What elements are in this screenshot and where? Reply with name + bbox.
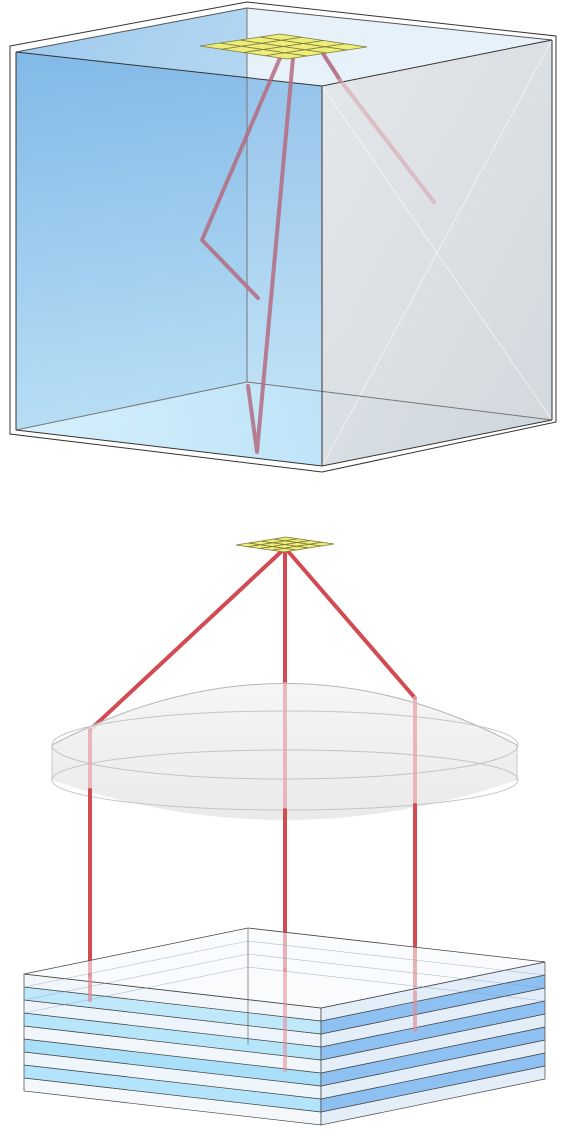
sensor-grid-top (199, 33, 368, 60)
box-wall-diagonal-2 (321, 39, 553, 467)
rays-through-lens (88, 682, 417, 812)
ray-to-lens-right (285, 548, 417, 700)
box-floor-front-edge (15, 419, 553, 467)
sensor-grid-bottom (235, 536, 335, 553)
ray-bounce-left (200, 56, 282, 300)
box-left-wall (16, 52, 322, 466)
slab-top-face (23, 927, 546, 1009)
ray-to-lens-left (88, 548, 285, 732)
layered-slab (23, 927, 546, 1126)
reflective-light-paths (200, 50, 436, 454)
box-enclosure (9, 1, 557, 473)
box-floor-back-edge (15, 381, 553, 431)
straight-light-paths (88, 548, 417, 732)
ray-back-right-faded (338, 78, 436, 204)
grid-cell (309, 541, 335, 547)
grid-cell (325, 43, 368, 51)
box-outer-edge (9, 1, 557, 473)
rays-in-slab (88, 968, 417, 1072)
ray-down-center (246, 56, 295, 454)
ray-back-right (320, 50, 342, 82)
